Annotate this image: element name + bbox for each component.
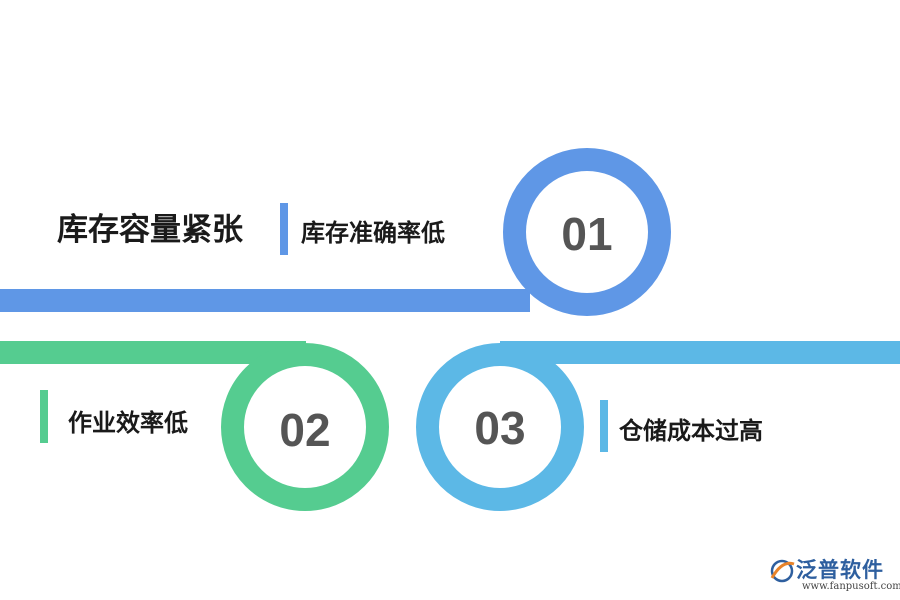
step-03-ring	[416, 343, 584, 511]
step-02-label: 作业效率低	[68, 409, 188, 437]
step-02-accent-bar	[40, 390, 48, 443]
step-03-track	[416, 341, 900, 511]
step-03-label: 仓储成本过高	[619, 417, 763, 445]
step-01-number: 01	[561, 208, 612, 260]
step-01-track	[0, 148, 671, 316]
step-03-line	[500, 341, 900, 364]
step-01-line	[0, 289, 530, 312]
step-01-label: 库存准确率低	[301, 219, 445, 247]
step-02-number: 02	[279, 404, 330, 456]
step-02-ring	[221, 343, 389, 511]
step-02-track	[0, 341, 389, 511]
logo-name: 泛普软件	[796, 558, 884, 582]
step-02-line	[0, 341, 306, 364]
diagram-title: 库存容量紧张	[57, 212, 243, 248]
step-01-accent-bar	[280, 203, 288, 255]
step-01-ring	[503, 148, 671, 316]
brand-logo: 泛普软件 www.fanpusoft.com	[766, 554, 900, 594]
step-03-number: 03	[474, 402, 525, 454]
logo-mark-icon	[770, 559, 795, 583]
step-03-accent-bar	[600, 400, 608, 452]
logo-url: www.fanpusoft.com	[802, 581, 900, 592]
